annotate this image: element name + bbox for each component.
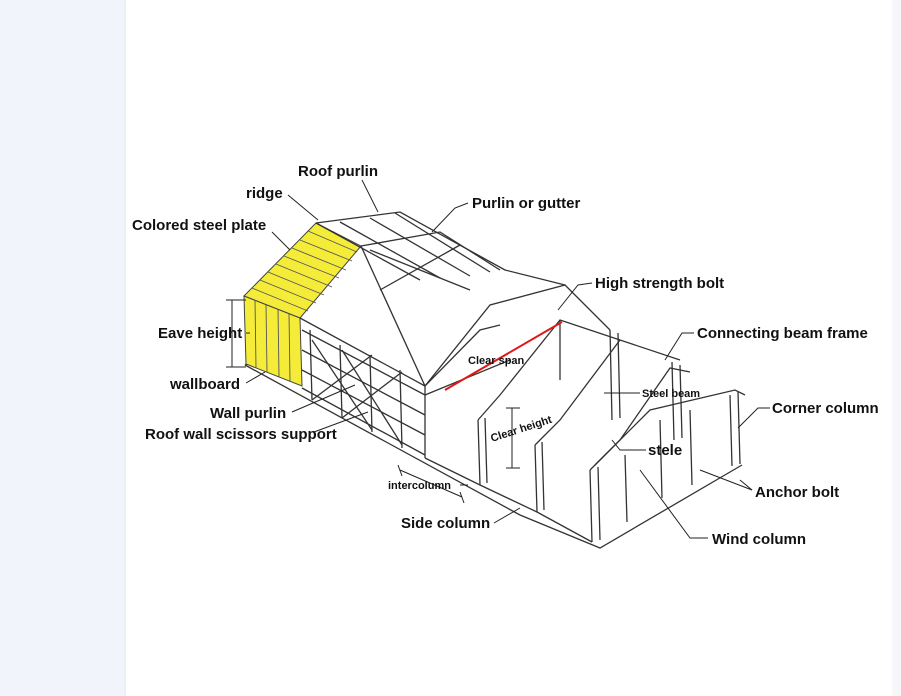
label-intercolumn: intercolumn [388,480,451,492]
label-wallboard: wallboard [169,376,240,393]
label-high-strength-bolt: High strength bolt [595,275,724,292]
dimension-lines [226,299,520,504]
label-clear-height: Clear height [489,414,553,445]
label-eave-height: Eave height [158,325,242,342]
scrollbar-gutter [892,0,901,696]
label-connecting-beam-frame: Connecting beam frame [697,325,868,342]
label-roof-wall-scissors-support: Roof wall scissors support [145,426,337,443]
label-stele: stele [648,442,682,459]
colored-steel-plate-cladding [243,222,362,387]
leader-lines [245,179,770,539]
label-purlin-or-gutter: Purlin or gutter [472,195,580,212]
label-side-column: Side column [401,515,490,532]
label-colored-steel-plate: Colored steel plate [132,217,266,234]
clear-span-line [444,321,563,391]
label-wind-column: Wind column [712,531,806,548]
label-steel-beam: Steel beam [642,388,700,400]
label-ridge: ridge [246,185,283,202]
label-wall-purlin: Wall purlin [210,405,286,422]
label-clear-span: Clear span [468,355,525,367]
label-anchor-bolt: Anchor bolt [755,484,839,501]
label-roof-purlin: Roof purlin [298,163,378,180]
steel-frame [299,211,746,543]
label-corner-column: Corner column [772,400,879,417]
